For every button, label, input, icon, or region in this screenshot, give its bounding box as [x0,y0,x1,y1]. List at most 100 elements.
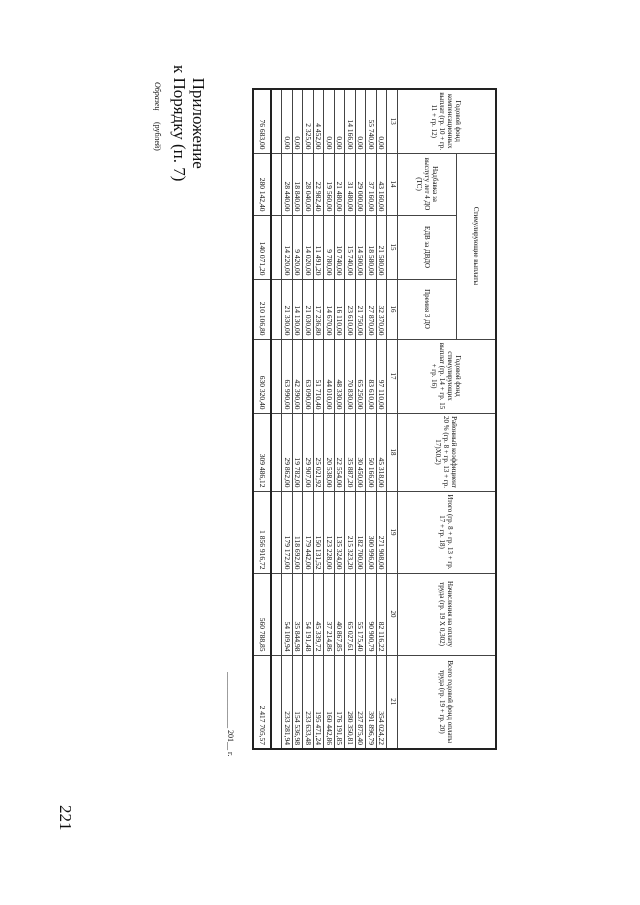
table-cell: 40 867,85 [334,573,345,656]
total-cell: 2 417 705,57 [253,655,271,750]
table-cell: 0,00 [282,89,293,153]
total-cell: 630 320,40 [253,339,271,414]
table-cell: 280 350,81 [345,655,356,750]
table-cell: 55 175,40 [355,573,366,656]
table-cell: 65 250,00 [355,339,366,414]
column-number: 21 [387,655,398,750]
units-label: (рублей) [153,122,162,151]
header-col-20: Начисления на оплату труда (гр. 19 Х 0,3… [397,573,496,656]
appendix-heading: Приложение к Порядку (п. 7) [170,65,208,181]
header-col-16: Премия 3 ДО [397,279,457,340]
total-cell: 140 071,20 [253,215,271,279]
table-cell: 215 323,20 [345,491,356,574]
total-cell: 210 106,80 [253,279,271,340]
table-cell: 42 390,00 [292,339,303,414]
total-cell: 309 486,12 [253,413,271,492]
table-cell [271,279,282,340]
column-number: 20 [387,573,398,656]
table-cell: 27 870,00 [366,279,377,340]
table-cell: 37 160,00 [366,153,377,215]
table-cell: 37 214,86 [324,573,335,656]
sample-label: Образец [153,82,162,111]
table-cell: 14 130,00 [292,279,303,340]
table-cell: 233 281,94 [282,655,293,750]
header-col-13: Годовой фонд компенсационных выплат (гр.… [397,89,496,153]
table-cell: 30 450,00 [355,413,366,492]
table-cell: 21 330,00 [282,279,293,340]
table-cell: 9 420,00 [292,215,303,279]
table-cell: 29 862,00 [282,413,293,492]
table-cell: 195 471,24 [313,655,324,750]
column-number: 18 [387,413,398,492]
table-cell: 179 172,00 [282,491,293,574]
header-col-17: Годовой фонд стимулирующих выплат (гр. 1… [397,339,496,414]
table-cell: 31 480,00 [345,153,356,215]
table-cell: 10 740,00 [334,215,345,279]
table-cell: 118 692,00 [292,491,303,574]
table-cell: 22 554,00 [334,413,345,492]
date-year: 201__ г. [226,730,235,757]
table-cell [271,413,282,492]
table-cell: 14 220,00 [282,215,293,279]
table-cell: 11 491,20 [313,215,324,279]
table-cell: 9 780,00 [324,215,335,279]
table-cell: 21 750,00 [355,279,366,340]
table-cell: 55 740,00 [366,89,377,153]
table-cell: 29 000,00 [355,153,366,215]
header-stimulating-payments: Стимулирующие выплаты [456,153,496,340]
table-cell: 63 990,00 [282,339,293,414]
table-cell: 35 844,98 [292,573,303,656]
table-cell: 391 896,79 [366,655,377,750]
total-cell: 560 788,85 [253,573,271,656]
header-col-19: Итого (гр. 8 + гр. 13 + гр. 17 + гр. 18) [397,491,496,574]
table-cell: 135 324,00 [334,491,345,574]
table-cell: 179 442,00 [303,491,314,574]
table-cell: 0,00 [376,89,387,153]
table-cell [271,573,282,656]
appendix-reference: к Порядку (п. 7) [170,65,189,182]
table-cell: 233 633,48 [303,655,314,750]
table-cell: 19 560,00 [324,153,335,215]
table-cell: 14 166,00 [345,89,356,153]
total-cell: 280 142,40 [253,153,271,215]
table-cell: 14 500,00 [355,215,366,279]
table-cell: 28 040,00 [303,153,314,215]
table-cell: 182 700,00 [355,491,366,574]
table-cell: 14 670,00 [324,279,335,340]
table-cell: 150 131,52 [313,491,324,574]
column-number: 14 [387,153,398,215]
table-cell [271,339,282,414]
column-number: 13 [387,89,398,153]
table-cell: 29 907,00 [303,413,314,492]
table-cell: 21 480,00 [334,153,345,215]
total-cell: 1 856 916,72 [253,491,271,574]
table-cell: 154 536,98 [292,655,303,750]
table-cell: 22 982,40 [313,153,324,215]
date-line: ______________ 201__ г. [226,672,235,756]
appendix-title: Приложение [189,77,208,169]
column-number-row: 13 14 15 16 17 18 19 20 21 [387,89,398,750]
table-cell: 4 452,00 [313,89,324,153]
table-cell: 35 887,20 [345,413,356,492]
table-cell: 160 442,86 [324,655,335,750]
table-cell [271,655,282,750]
table-cell: 48 330,00 [334,339,345,414]
table-cell: 44 010,00 [324,339,335,414]
total-cell: 76 683,00 [253,89,271,153]
table-cell: 97 110,00 [376,339,387,414]
table-cell [271,153,282,215]
table-cell: 28 440,00 [282,153,293,215]
table-cell: 54 191,48 [303,573,314,656]
header-col-18: Районный коэффициент 20 % (гр. 8 + гр. 1… [397,413,496,492]
table-row [271,89,282,750]
table-cell [271,491,282,574]
table-cell: 51 710,40 [313,339,324,414]
column-number: 17 [387,339,398,414]
table-cell: 83 610,00 [366,339,377,414]
